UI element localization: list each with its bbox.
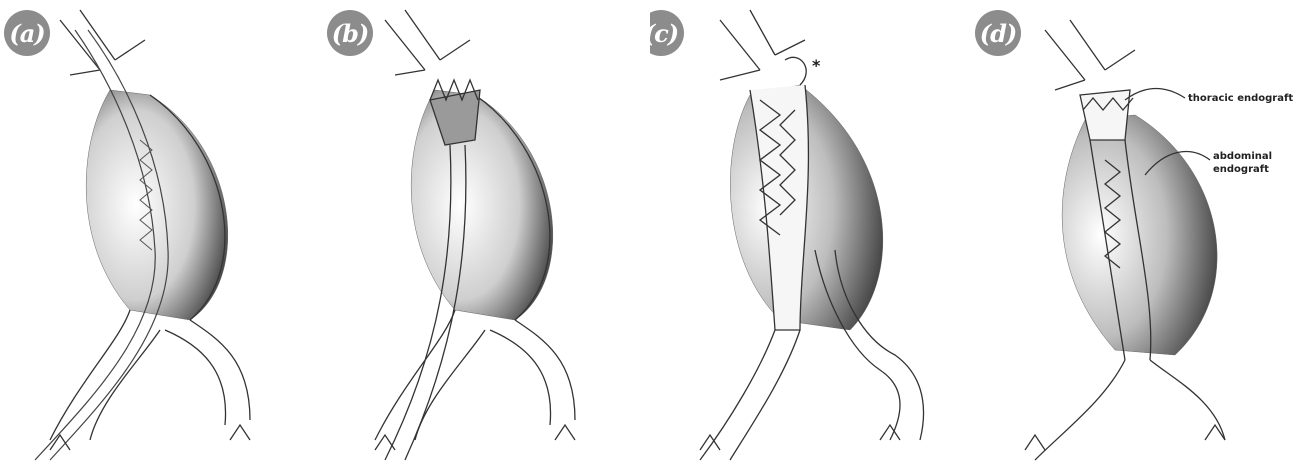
panel-d: (d) thoracic endograft abdominal endogra… bbox=[975, 0, 1300, 466]
panel-c: (c) * bbox=[650, 0, 975, 466]
aorta-diagram-c bbox=[650, 0, 975, 466]
aorta-diagram-b bbox=[325, 0, 650, 466]
aorta-diagram-a bbox=[0, 0, 325, 466]
panel-b: (b) bbox=[325, 0, 650, 466]
panel-a: (a) bbox=[0, 0, 325, 466]
aorta-diagram-d bbox=[975, 0, 1300, 466]
